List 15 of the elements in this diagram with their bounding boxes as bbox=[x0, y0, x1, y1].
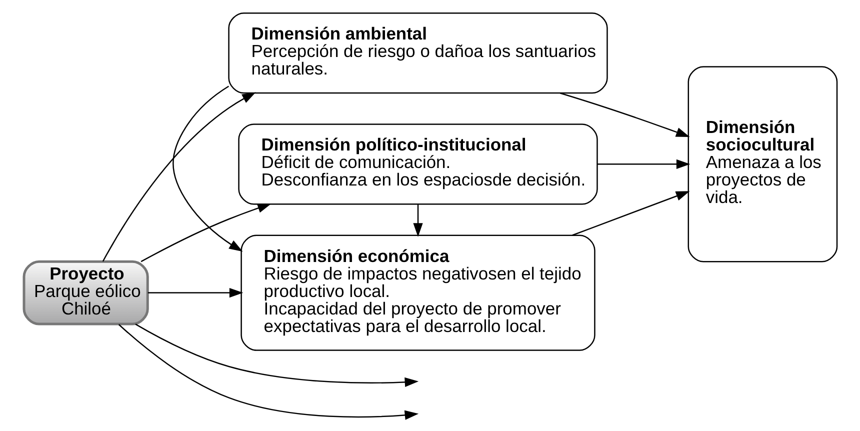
node-box: Proyecto Parque eólico Chiloé bbox=[22, 260, 148, 326]
arrow bbox=[172, 86, 242, 252]
arrow bbox=[559, 92, 690, 137]
node-box: Dimensión económica Riesgo de impactos negativosen el tejido productivo local. Incapacidad del proyecto de promover expectativas para el desarrollo local. bbox=[240, 234, 595, 351]
arrow bbox=[118, 324, 418, 420]
arrow bbox=[102, 92, 256, 262]
node-box: Dimensión ambiental Percepción de riesgo o dañoa los santuarios naturales. bbox=[228, 12, 608, 94]
node-box: Dimensión sociocultural Amenaza a los proyectos de vida. bbox=[687, 66, 838, 262]
arrow bbox=[140, 203, 271, 262]
arrow bbox=[412, 204, 422, 237]
arrow bbox=[134, 324, 418, 387]
arrow bbox=[147, 288, 243, 298]
arrow bbox=[596, 159, 690, 169]
arrow bbox=[572, 191, 690, 236]
node-box: Dimensión político-institucional Déficit de comunicación. Desconfianza en los espaciosde decisión. bbox=[238, 124, 598, 205]
